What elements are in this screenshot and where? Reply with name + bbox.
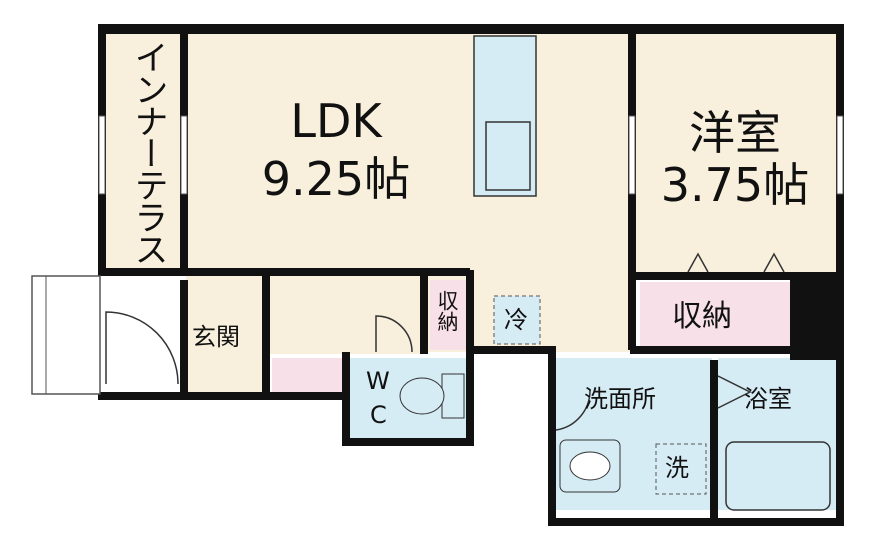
western-room-size: 3.75帖 bbox=[660, 158, 810, 212]
bathroom-label: 浴室 bbox=[744, 385, 792, 413]
ldk-name: LDK bbox=[290, 94, 382, 148]
hall-storage-fill bbox=[272, 358, 344, 392]
doors bbox=[105, 252, 785, 431]
wc-label-c: C bbox=[370, 401, 387, 429]
kitchen-sink bbox=[485, 121, 531, 191]
storage-fill bbox=[640, 282, 792, 352]
small-storage-label: 収納 bbox=[435, 290, 459, 332]
washroom-label: 洗面所 bbox=[584, 385, 656, 413]
washer-label: 洗 bbox=[665, 454, 689, 482]
inner-terrace-label: インナーテラス bbox=[128, 40, 168, 264]
western-room-floor bbox=[636, 32, 838, 274]
bathtub bbox=[725, 441, 831, 511]
toilet-tank bbox=[441, 373, 465, 419]
entrance-floor bbox=[186, 274, 266, 396]
inner-terrace-floor bbox=[104, 32, 184, 270]
toilet-bowl bbox=[399, 377, 445, 415]
fridge-label: 冷 bbox=[504, 306, 528, 334]
hall-floor bbox=[268, 274, 428, 354]
wc-label-w: W bbox=[366, 367, 390, 395]
washbasin-bowl bbox=[569, 451, 611, 481]
washer-space bbox=[655, 443, 707, 495]
entrance-label: 玄関 bbox=[192, 323, 240, 351]
western-room-name: 洋室 bbox=[689, 106, 781, 160]
storage-label: 収納 bbox=[672, 299, 732, 334]
small-storage-fill bbox=[430, 280, 466, 350]
fridge-space bbox=[493, 295, 541, 345]
windows bbox=[98, 115, 844, 195]
ldk-size: 9.25帖 bbox=[261, 152, 411, 206]
entry-step bbox=[31, 275, 101, 395]
entry-hall-floor bbox=[102, 278, 182, 392]
